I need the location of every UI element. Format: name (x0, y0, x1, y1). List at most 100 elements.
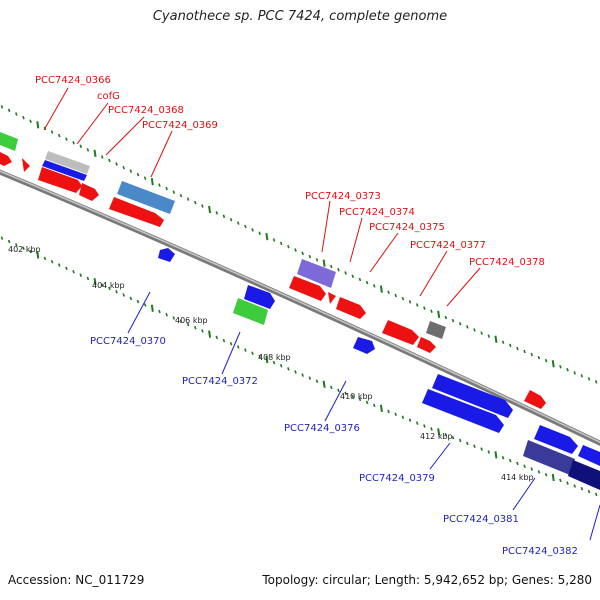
tick-mark (551, 360, 555, 368)
label-PCC7424_0376: PCC7424_0376 (284, 423, 360, 434)
tick-mark (559, 478, 562, 483)
gene-green-left (0, 132, 18, 151)
tick-mark (150, 304, 154, 312)
tick-mark (451, 318, 455, 323)
tick-mark (458, 438, 462, 443)
tick-mark (215, 335, 219, 340)
label-PCC7424_0373: PCC7424_0373 (305, 191, 381, 202)
tick-mark (372, 284, 376, 288)
label-PCC7424_0369: PCC7424_0369 (142, 120, 218, 131)
tick-mark (473, 328, 476, 332)
gene-red-0377b (417, 337, 436, 353)
tick-mark (194, 200, 197, 205)
tick-mark (29, 119, 32, 123)
gene-PCC7424_0377 (382, 320, 419, 345)
topology-summary: Topology: circular; Length: 5,942,652 bp… (262, 573, 592, 587)
tick-mark (408, 418, 412, 422)
gene-PCC7424_0379 (422, 389, 504, 433)
kbp-label-408: 408 kbp (258, 353, 291, 362)
tick-mark (372, 403, 376, 408)
tick-mark (466, 325, 469, 329)
tick-mark (301, 251, 304, 256)
tick-mark (444, 433, 448, 437)
kbp-label-404: 404 kbp (92, 281, 125, 290)
tick-mark (501, 455, 505, 460)
tick-mark (158, 183, 161, 187)
tick-mark (136, 172, 140, 177)
tick-mark (201, 329, 204, 333)
tick-mark (573, 484, 576, 488)
tick-mark (36, 251, 40, 259)
tick-mark (315, 379, 319, 383)
label-PCC7424_0382: PCC7424_0382 (502, 546, 578, 557)
tick-mark (401, 296, 405, 301)
tick-mark (415, 303, 419, 307)
tick-mark (501, 340, 505, 345)
label-PCC7424_0378: PCC7424_0378 (469, 257, 545, 268)
tick-mark (208, 205, 212, 214)
gene-PCC7424_0381 (523, 440, 575, 475)
tick-mark (208, 330, 212, 338)
tick-mark (523, 349, 526, 354)
tick-mark (287, 244, 290, 249)
tick-mark (509, 343, 512, 348)
tick-mark (423, 306, 426, 310)
tick-mark (379, 285, 383, 293)
gene-PCC7424_0373 (297, 259, 336, 288)
kbp-labels: 402 kbp 404 kbp 406 kbp 408 kbp 410 kbp … (8, 245, 534, 482)
tick-mark (265, 355, 269, 364)
label-PCC7424_0372: PCC7424_0372 (182, 376, 258, 387)
tick-mark (22, 246, 25, 250)
tick-mark (172, 190, 176, 194)
tick-mark (430, 309, 433, 314)
top-labels: PCC7424_0366 cofG PCC7424_0368 PCC7424_0… (35, 75, 545, 268)
gene-PCC7424_0375 (336, 297, 366, 319)
tick-mark (537, 355, 541, 360)
tick-mark (437, 428, 441, 436)
tick-mark (401, 415, 405, 419)
tick-mark (265, 233, 269, 241)
tick-mark (86, 148, 90, 152)
top-leader-lines (43, 87, 481, 307)
tick-mark (537, 470, 541, 474)
gene-PCC7424_0378 (426, 321, 446, 339)
tick-mark (179, 193, 183, 198)
tick-mark (50, 259, 54, 264)
tick-mark (379, 404, 383, 413)
tick-mark (122, 165, 125, 170)
tick-mark (150, 178, 154, 186)
tick-mark (587, 377, 591, 381)
tick-mark (0, 105, 4, 109)
tick-mark (0, 236, 4, 240)
tick-mark (523, 464, 526, 468)
tick-mark (594, 380, 598, 384)
gene-blue-0371 (244, 285, 275, 309)
tick-mark (337, 388, 340, 393)
tick-mark (444, 315, 448, 320)
tick-mark (423, 424, 426, 428)
tick-mark (301, 373, 304, 377)
gene-features (0, 132, 600, 490)
gene-blue-edge (578, 445, 600, 466)
tick-mark (236, 345, 240, 349)
tick-mark (308, 376, 312, 380)
tick-mark (15, 243, 18, 247)
tick-mark (7, 239, 11, 244)
tick-mark (143, 176, 147, 180)
tick-mark (530, 467, 534, 471)
tick-mark (129, 169, 133, 173)
tick-mark (57, 133, 61, 138)
tick-mark (72, 270, 75, 274)
label-PCC7424_0375: PCC7424_0375 (369, 222, 445, 233)
tick-mark (516, 461, 519, 466)
tick-mark (315, 258, 319, 262)
tick-mark (408, 300, 412, 304)
gene-red-small-1 (79, 183, 99, 201)
tick-mark (287, 367, 290, 371)
bottom-leader-lines (127, 291, 600, 541)
kbp-label-412: 412 kbp (420, 432, 453, 441)
tick-mark (172, 316, 176, 320)
tick-mark (587, 489, 591, 494)
tick-mark (108, 158, 111, 163)
tick-mark (516, 346, 519, 351)
